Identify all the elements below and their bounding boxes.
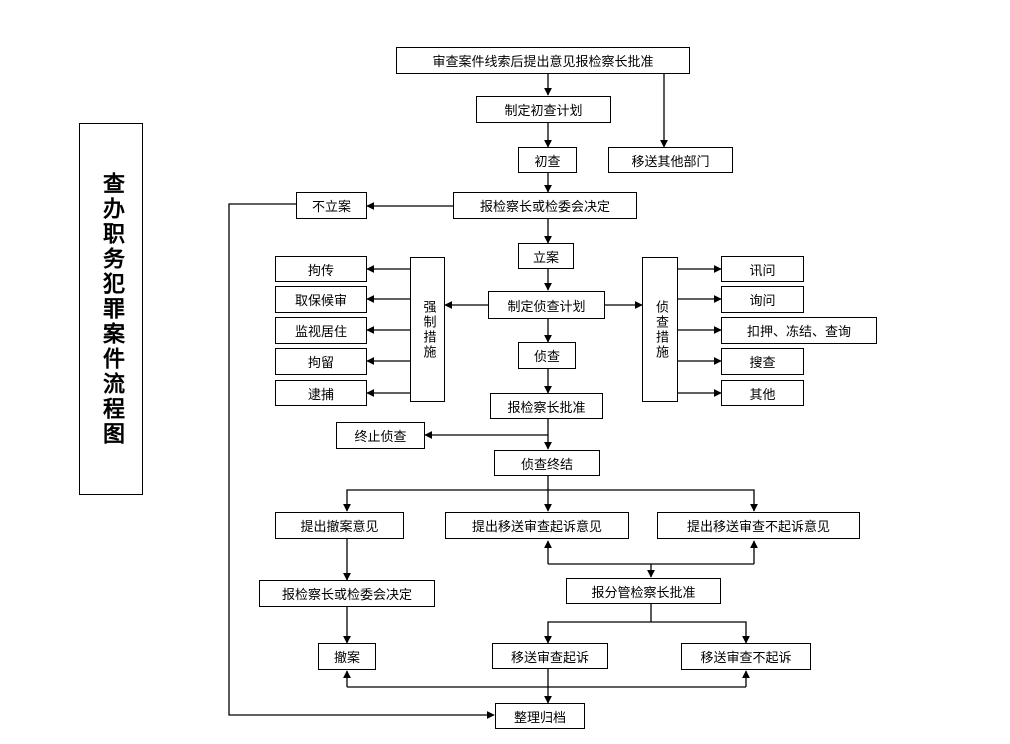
node-transfer: 移送其他部门 — [608, 147, 733, 173]
node-force-measures: 强制措施 — [410, 257, 445, 402]
node-initial: 初查 — [518, 147, 577, 173]
node-surveil: 监视居住 — [275, 317, 367, 344]
node-conclude: 侦查终结 — [494, 450, 600, 476]
node-plan: 制定初查计划 — [476, 96, 611, 123]
node-nonprosecute: 移送审查不起诉 — [681, 643, 811, 670]
node-prosecute-opinion: 提出移送审查起诉意见 — [445, 512, 629, 539]
page-title: 查办职务犯罪案件流程图 — [79, 123, 143, 495]
node-file: 立案 — [518, 243, 574, 269]
node-invest-plan: 制定侦查计划 — [488, 291, 605, 319]
node-bail: 取保候审 — [275, 286, 367, 313]
node-withdraw-opinion: 提出撤案意见 — [275, 512, 404, 539]
node-terminate: 终止侦查 — [336, 422, 425, 449]
node-approve: 报检察长批准 — [490, 393, 603, 419]
node-withdraw: 撤案 — [318, 643, 376, 670]
node-archive: 整理归档 — [495, 703, 585, 729]
node-seize: 扣押、冻结、查询 — [721, 317, 877, 344]
node-inquire: 询问 — [721, 286, 804, 313]
node-arrest: 逮捕 — [275, 380, 367, 406]
node-detain-summon: 拘传 — [275, 256, 367, 282]
node-sub-approve: 报分管检察长批准 — [566, 578, 721, 604]
node-nonprosecute-opinion: 提出移送审查不起诉意见 — [657, 512, 860, 539]
node-prosecute: 移送审查起诉 — [492, 643, 608, 669]
node-detain: 拘留 — [275, 348, 367, 375]
node-investigate: 侦查 — [518, 342, 576, 369]
node-not-file: 不立案 — [296, 192, 367, 219]
node-investigation-measures: 侦查措施 — [642, 257, 678, 402]
node-other: 其他 — [721, 380, 804, 406]
node-decide-committee: 报检察长或检委会决定 — [259, 580, 435, 607]
node-review: 审查案件线索后提出意见报检察长批准 — [396, 47, 690, 74]
node-interrogate: 讯问 — [721, 256, 804, 282]
node-search: 搜查 — [721, 348, 804, 375]
node-decide: 报检察长或检委会决定 — [453, 192, 637, 219]
